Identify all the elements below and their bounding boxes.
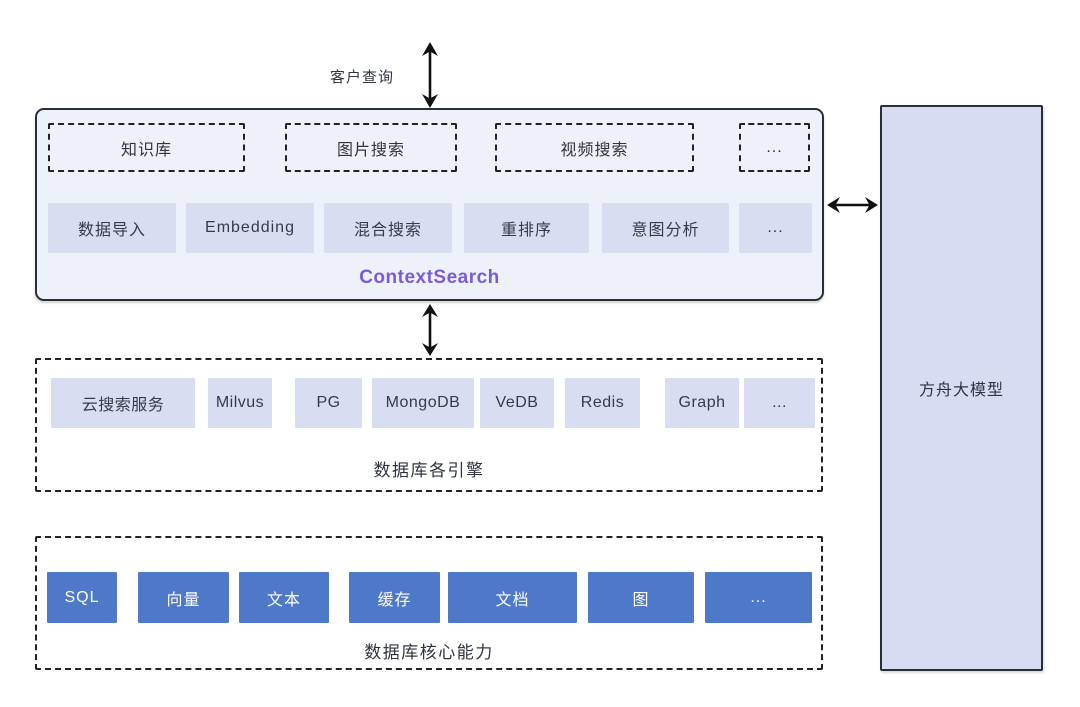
capability-box-embedding: Embedding	[186, 203, 314, 253]
core-capabilities-panel: SQL 向量 文本 缓存 文档 图 ... 数据库核心能力	[35, 536, 823, 670]
engine-box-mongodb: MongoDB	[372, 378, 474, 428]
core-box-document: 文档	[448, 572, 577, 623]
core-box-vector: 向量	[138, 572, 229, 623]
engines-panel: 云搜索服务 Milvus PG MongoDB VeDB Redis Graph…	[35, 358, 823, 492]
core-box-graph: 图	[588, 572, 694, 623]
engine-box-more: ...	[744, 378, 815, 428]
capability-box-data-import: 数据导入	[48, 203, 176, 253]
core-capabilities-panel-label: 数据库核心能力	[364, 643, 494, 662]
core-box-more: ...	[705, 572, 812, 623]
capability-box-rerank: 重排序	[464, 203, 589, 253]
capability-box-intent-analysis: 意图分析	[602, 203, 729, 253]
ark-model-label: 方舟大模型	[918, 382, 1004, 399]
scenario-box-more: ...	[739, 123, 810, 172]
core-box-text: 文本	[239, 572, 329, 623]
core-box-sql: SQL	[47, 572, 117, 623]
engine-box-pg: PG	[295, 378, 362, 428]
core-box-cache: 缓存	[349, 572, 440, 623]
engine-box-graph: Graph	[665, 378, 739, 428]
contextsearch-panel: 知识库 图片搜索 视频搜索 ... 数据导入 Embedding 混合搜索 重排…	[35, 108, 824, 301]
contextsearch-title: ContextSearch	[359, 267, 500, 288]
engine-box-cloud-search: 云搜索服务	[51, 378, 195, 428]
scenario-box-video-search: 视频搜索	[495, 123, 694, 172]
engine-box-milvus: Milvus	[208, 378, 272, 428]
scenario-box-image-search: 图片搜索	[285, 123, 457, 172]
engine-box-vedb: VeDB	[480, 378, 554, 428]
engine-box-redis: Redis	[565, 378, 640, 428]
capability-box-hybrid-search: 混合搜索	[324, 203, 452, 253]
ark-model-box: 方舟大模型	[880, 105, 1043, 671]
engines-panel-label: 数据库各引擎	[373, 461, 485, 480]
capability-box-more: ...	[739, 203, 812, 253]
panel-link-double-arrow-icon	[422, 304, 438, 356]
client-query-label: 客户查询	[329, 69, 394, 86]
client-query-double-arrow-icon	[422, 42, 438, 108]
scenario-box-knowledge-base: 知识库	[48, 123, 245, 172]
ark-link-double-arrow-icon	[827, 197, 878, 213]
